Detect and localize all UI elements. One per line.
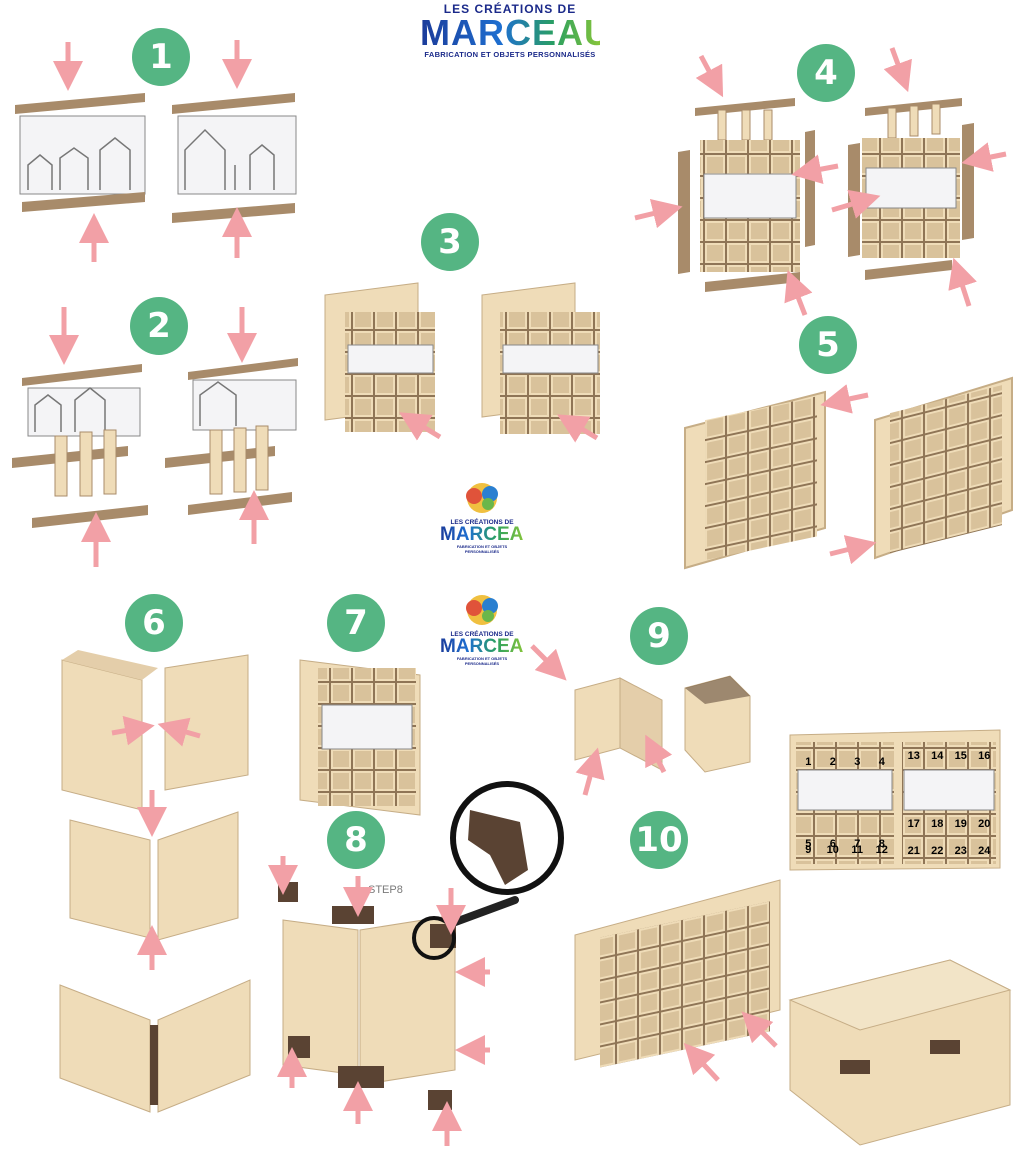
drawer-number: 6	[829, 837, 836, 850]
pink-arrow-icon	[948, 257, 977, 307]
pink-arrow-icon	[111, 715, 155, 746]
drawer-grid-left: 1 2 3 4 5 6 7 8	[796, 742, 894, 864]
pink-arrow-icon	[399, 412, 442, 441]
drawer-number: 17	[907, 817, 920, 830]
brand-logo-small: LES CRÉATIONS DE MARCEAU FABRICATION ET …	[440, 480, 538, 554]
drawer-number: 23	[954, 844, 967, 857]
step10-finished-calendar	[789, 729, 1001, 871]
brand-line1: LES CRÉATIONS DE	[450, 519, 514, 526]
brand-name: MARCEAU	[440, 636, 538, 657]
pink-arrow-icon	[695, 54, 724, 98]
drawer-grid-right-top: 13 14 15 16	[902, 742, 996, 770]
pink-arrow-icon	[683, 1042, 720, 1082]
pink-arrow-icon	[961, 142, 1007, 172]
step7-illustration	[299, 659, 421, 816]
drawer-number: 9	[805, 844, 812, 856]
step8-caption: STEP8	[368, 884, 403, 896]
drawer-number: 24	[978, 844, 991, 857]
drawer-number: 21	[907, 844, 920, 857]
pink-arrow-icon	[741, 1011, 778, 1048]
brand-logo: LES CRÉATIONS DE MARCEAU FABRICATION ET …	[420, 2, 611, 59]
drawer-number: 2	[829, 756, 836, 769]
pink-arrow-icon	[157, 717, 201, 747]
drawer-number: 14	[931, 750, 944, 762]
drawer-number: 10	[826, 844, 839, 856]
step-badge-10: 10	[630, 811, 688, 869]
pink-arrow-icon	[530, 644, 567, 681]
drawer-grid-right-bottom: 17 18 19 20 21 22 23 24	[902, 810, 996, 864]
step-badge-3: 3	[421, 213, 479, 271]
drawer-grid-left-bottom: 9 10 11 12	[796, 838, 894, 862]
brand-tagline: FABRICATION ET OBJETS PERSONNALISÉS	[456, 544, 508, 554]
step2-illustration	[12, 358, 298, 528]
pink-arrow-icon	[829, 535, 877, 565]
step-badge-1: 1	[132, 28, 190, 86]
step-badge-6: 6	[125, 594, 183, 652]
magnifier-icon	[446, 896, 519, 928]
step-badge-4: 4	[797, 44, 855, 102]
drawer-number: 7	[854, 837, 861, 850]
pink-arrow-icon	[791, 154, 839, 184]
drawer-number: 20	[978, 817, 991, 830]
brand-line1: LES CRÉATIONS DE	[450, 631, 514, 638]
pink-arrow-icon	[645, 734, 673, 774]
drawer-number: 11	[851, 844, 864, 856]
step8-illustration	[278, 781, 564, 1110]
step10-illustration	[574, 879, 1012, 1146]
step1-illustration	[15, 93, 297, 223]
brand-name: MARCEAU	[420, 12, 611, 53]
drawer-number: 18	[931, 817, 944, 830]
drawer-number: 3	[854, 756, 861, 769]
logo-emblem-icon	[466, 595, 498, 625]
drawer-number: 1	[805, 756, 812, 769]
pink-arrow-icon	[575, 747, 605, 796]
brand-tagline: FABRICATION ET OBJETS PERSONNALISÉS	[456, 656, 508, 666]
pink-arrow-icon	[634, 198, 683, 229]
logo-emblem-icon	[466, 483, 498, 513]
step-badge-5: 5	[799, 316, 857, 374]
brand-line1: LES CRÉATIONS DE	[443, 2, 577, 16]
drawer-number: 5	[805, 837, 812, 850]
brand-logo-small: LES CRÉATIONS DE MARCEAU FABRICATION ET …	[440, 592, 538, 666]
pink-arrow-icon	[557, 414, 599, 443]
brand-name: MARCEAU	[440, 524, 538, 545]
step4-illustration	[678, 98, 974, 292]
step-badge-8: 8	[327, 811, 385, 869]
drawer-number: 22	[931, 844, 944, 857]
drawer-number: 16	[978, 750, 991, 762]
pink-arrows	[49, 40, 1007, 1146]
drawer-number: 13	[907, 750, 920, 762]
pink-arrow-icon	[820, 384, 869, 414]
step5-illustration	[684, 376, 1013, 570]
step9-illustration	[574, 675, 751, 773]
brand-tagline: FABRICATION ET OBJETS PERSONNALISÉS	[424, 50, 596, 59]
pink-arrow-icon	[883, 47, 912, 93]
drawer-number: 4	[878, 756, 885, 769]
step6-illustration	[59, 650, 251, 1113]
step3-illustration	[324, 282, 600, 434]
drawer-number: 12	[875, 844, 888, 856]
pink-arrow-icon	[784, 270, 813, 316]
drawer-number: 19	[954, 817, 967, 830]
drawer-number: 15	[954, 750, 967, 762]
drawer-number: 8	[878, 837, 885, 850]
pink-arrow-icon	[831, 189, 881, 219]
step-badge-7: 7	[327, 594, 385, 652]
step-badge-2: 2	[130, 297, 188, 355]
step-badge-9: 9	[630, 607, 688, 665]
